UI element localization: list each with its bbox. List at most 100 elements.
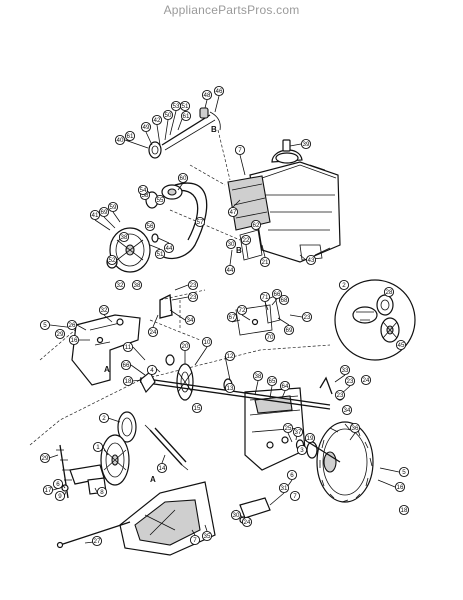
callout-66: 66 bbox=[271, 288, 283, 300]
callout-number: 58 bbox=[142, 192, 149, 199]
callout-number: 8 bbox=[100, 489, 104, 496]
callout-24: 24 bbox=[147, 326, 159, 338]
callout-number: 39 bbox=[303, 141, 310, 148]
callout-circle bbox=[91, 535, 103, 547]
callout-circle bbox=[68, 334, 80, 346]
callout-29: 29 bbox=[54, 328, 66, 340]
callout-24: 24 bbox=[241, 516, 253, 528]
callout-number: 7 bbox=[193, 537, 197, 544]
callout-number: 57 bbox=[197, 219, 204, 226]
callout-number: 68 bbox=[281, 297, 288, 304]
callout-number: 72 bbox=[239, 307, 246, 314]
callout-circle bbox=[286, 469, 298, 481]
callout-number: 70 bbox=[267, 334, 274, 341]
callout-35: 35 bbox=[201, 530, 213, 542]
callout-number: 23 bbox=[190, 282, 197, 289]
wheel-tire bbox=[295, 421, 374, 503]
callout-number: 34 bbox=[187, 317, 194, 324]
callout-circle bbox=[224, 350, 236, 362]
callout-number: 4 bbox=[150, 367, 154, 374]
callout-number: 24 bbox=[244, 519, 251, 526]
callout-circle bbox=[234, 144, 246, 156]
callout-number: 32 bbox=[101, 307, 108, 314]
callout-circle bbox=[383, 286, 395, 298]
callout-number: 53 bbox=[173, 103, 180, 110]
callout-7: 7 bbox=[189, 534, 201, 546]
callout-number: 60 bbox=[180, 175, 187, 182]
callout-42: 42 bbox=[151, 114, 163, 126]
callout-circle bbox=[131, 279, 143, 291]
callout-number: 38 bbox=[255, 373, 262, 380]
callout-number: 44 bbox=[227, 267, 234, 274]
callout-8: 8 bbox=[96, 486, 108, 498]
inset-detail bbox=[334, 279, 416, 361]
callout-number: 30 bbox=[228, 241, 235, 248]
callout-59: 59 bbox=[107, 201, 119, 213]
callout-number: 44 bbox=[166, 245, 173, 252]
callout-number: 38 bbox=[134, 282, 141, 289]
callout-number: 35 bbox=[204, 533, 211, 540]
callout-61: 61 bbox=[124, 130, 136, 142]
callout-circle bbox=[264, 331, 276, 343]
callout-25: 25 bbox=[282, 422, 294, 434]
callout-23: 23 bbox=[301, 311, 313, 323]
callout-number: 20 bbox=[182, 343, 189, 350]
callout-number: 56 bbox=[147, 223, 154, 230]
callout-46: 46 bbox=[213, 85, 225, 97]
callout-circle bbox=[39, 319, 51, 331]
callout-number: 19 bbox=[307, 435, 314, 442]
drive-plates bbox=[56, 411, 137, 499]
callout-number: 23 bbox=[190, 294, 197, 301]
callout-circle bbox=[107, 201, 119, 213]
callout-26: 26 bbox=[66, 319, 78, 331]
callout-6: 6 bbox=[52, 478, 64, 490]
callout-circle bbox=[156, 462, 168, 474]
callout-circle bbox=[180, 110, 192, 122]
callout-number: 66 bbox=[274, 291, 281, 298]
callout-16: 16 bbox=[394, 481, 406, 493]
callout-number: 65 bbox=[269, 378, 276, 385]
callout-number: 50 bbox=[165, 112, 172, 119]
callout-circle bbox=[122, 375, 134, 387]
callout-21: 21 bbox=[259, 256, 271, 268]
callout-2: 2 bbox=[98, 412, 110, 424]
callout-circle bbox=[201, 530, 213, 542]
callout-45: 45 bbox=[395, 339, 407, 351]
callout-7: 7 bbox=[234, 144, 246, 156]
callout-5: 5 bbox=[39, 319, 51, 331]
callout-number: 18 bbox=[401, 507, 408, 514]
callout-number: 42 bbox=[154, 117, 161, 124]
callout-number: 21 bbox=[262, 259, 269, 266]
callout-13: 13 bbox=[224, 382, 236, 394]
callout-number: 46 bbox=[216, 88, 223, 95]
callout-number: 69 bbox=[286, 327, 293, 334]
callout-19: 19 bbox=[304, 432, 316, 444]
callout-47: 47 bbox=[227, 206, 239, 218]
reference-letter-b: B bbox=[211, 125, 217, 134]
callout-30: 30 bbox=[225, 238, 237, 250]
callout-number: 11 bbox=[125, 344, 132, 351]
callout-71: 71 bbox=[259, 291, 271, 303]
callout-circle bbox=[201, 336, 213, 348]
callout-6: 6 bbox=[286, 469, 298, 481]
callout-number: 23 bbox=[337, 392, 344, 399]
callout-number: 49 bbox=[143, 124, 150, 131]
callout-number: 26 bbox=[69, 322, 76, 329]
callout-4: 4 bbox=[146, 364, 158, 376]
callout-number: 24 bbox=[363, 377, 370, 384]
callout-number: 23 bbox=[304, 314, 311, 321]
callout-circle bbox=[42, 484, 54, 496]
callout-65: 65 bbox=[266, 375, 278, 387]
callout-44: 44 bbox=[163, 242, 175, 254]
reference-letter-a: A bbox=[150, 475, 156, 484]
callout-circle bbox=[98, 412, 110, 424]
callout-circle bbox=[398, 504, 410, 516]
callout-69: 69 bbox=[98, 206, 110, 218]
callout-circle bbox=[187, 291, 199, 303]
callout-circle bbox=[394, 481, 406, 493]
callout-circle bbox=[236, 304, 248, 316]
callout-38: 38 bbox=[131, 279, 143, 291]
callout-number: 27 bbox=[94, 538, 101, 545]
callout-49: 49 bbox=[140, 121, 152, 133]
callout-27: 27 bbox=[91, 535, 103, 547]
